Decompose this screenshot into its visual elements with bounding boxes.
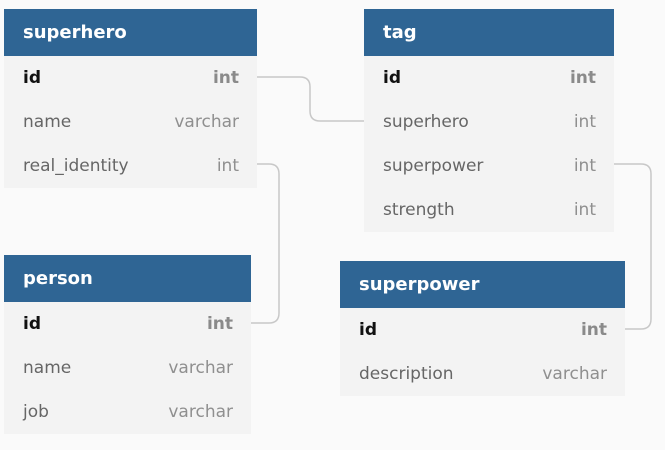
column-type: int bbox=[569, 68, 596, 88]
connector-tag-superpower-to-superpower-id bbox=[614, 163, 652, 330]
table-row-job[interactable]: job varchar bbox=[4, 390, 251, 434]
table-title[interactable]: person bbox=[4, 255, 251, 302]
column-name: job bbox=[23, 402, 49, 422]
table-row-id[interactable]: id int bbox=[4, 302, 251, 346]
table-superpower[interactable]: superpower id int description varchar bbox=[340, 261, 625, 396]
column-name: name bbox=[23, 112, 72, 132]
table-title[interactable]: tag bbox=[364, 9, 614, 56]
table-row-id[interactable]: id int bbox=[364, 56, 614, 100]
connector-superhero-id-to-tag-superhero bbox=[257, 76, 364, 122]
column-type: int bbox=[573, 112, 596, 132]
table-row-strength[interactable]: strength int bbox=[364, 188, 614, 232]
table-row-description[interactable]: description varchar bbox=[340, 352, 625, 396]
column-name: superhero bbox=[383, 112, 469, 132]
table-row-id[interactable]: id int bbox=[340, 308, 625, 352]
column-type: varchar bbox=[542, 364, 607, 384]
column-type: varchar bbox=[168, 402, 233, 422]
table-title[interactable]: superpower bbox=[340, 261, 625, 308]
column-name: strength bbox=[383, 200, 455, 220]
table-row-superhero[interactable]: superhero int bbox=[364, 100, 614, 144]
table-tag[interactable]: tag id int superhero int superpower int … bbox=[364, 9, 614, 232]
column-type: int bbox=[212, 68, 239, 88]
column-name: id bbox=[383, 68, 401, 88]
table-superhero[interactable]: superhero id int name varchar real_ident… bbox=[4, 9, 257, 188]
column-type: varchar bbox=[174, 112, 239, 132]
column-type: varchar bbox=[168, 358, 233, 378]
table-row-real-identity[interactable]: real_identity int bbox=[4, 144, 257, 188]
column-name: id bbox=[23, 68, 41, 88]
column-type: int bbox=[206, 314, 233, 334]
table-row-id[interactable]: id int bbox=[4, 56, 257, 100]
column-name: id bbox=[359, 320, 377, 340]
table-row-name[interactable]: name varchar bbox=[4, 100, 257, 144]
column-type: int bbox=[580, 320, 607, 340]
column-name: real_identity bbox=[23, 156, 129, 176]
table-row-name[interactable]: name varchar bbox=[4, 346, 251, 390]
connector-superhero-real-identity-to-person-id bbox=[251, 163, 280, 324]
table-person[interactable]: person id int name varchar job varchar bbox=[4, 255, 251, 434]
column-name: superpower bbox=[383, 156, 484, 176]
column-name: id bbox=[23, 314, 41, 334]
column-name: name bbox=[23, 358, 72, 378]
column-type: int bbox=[573, 156, 596, 176]
table-title[interactable]: superhero bbox=[4, 9, 257, 56]
table-row-superpower[interactable]: superpower int bbox=[364, 144, 614, 188]
column-type: int bbox=[573, 200, 596, 220]
column-type: int bbox=[216, 156, 239, 176]
column-name: description bbox=[359, 364, 454, 384]
